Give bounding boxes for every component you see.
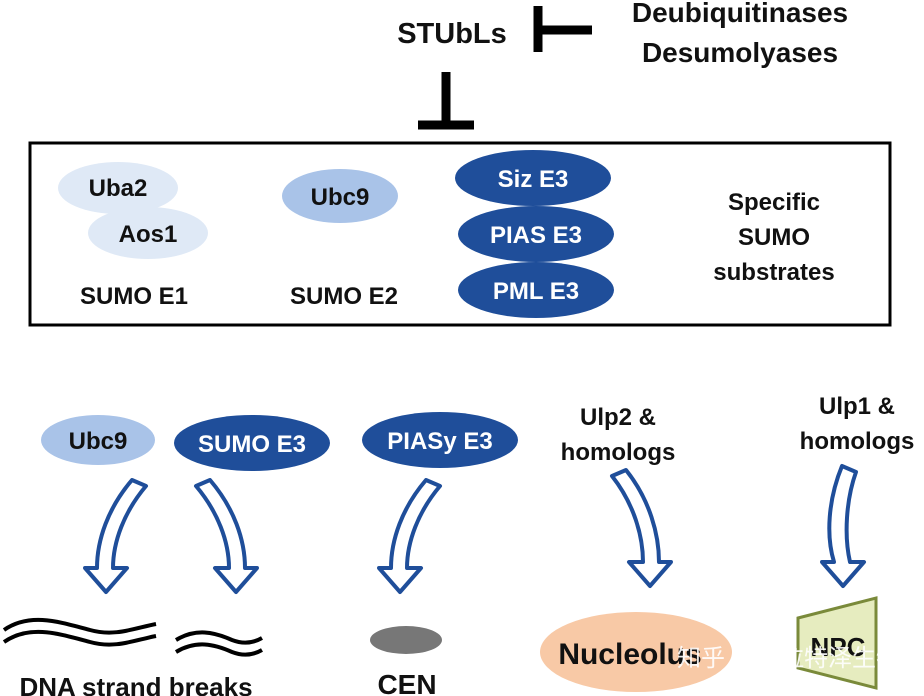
pias-e3-ellipse [458,206,614,262]
dna-strand-breaks-label: DNA strand breaks [19,672,252,696]
dna-strands-icon [2,617,263,657]
piasy-e3-label: PIASy E3 [387,428,492,455]
desumolyases-label: Desumolyases [642,37,838,68]
curved-arrow-4 [610,468,673,588]
ulp2-line-2: homologs [561,439,676,466]
sumo-e1-label: SUMO E1 [80,283,188,310]
watermark-text: 知乎 @普拉特泽生物 [677,645,900,672]
ubc9-label-bottom: Ubc9 [69,428,128,455]
curved-arrow-1 [83,478,148,594]
substrates-line-3: substrates [713,259,834,286]
uba2-ellipse [58,162,178,214]
curved-arrow-5 [820,464,866,588]
substrates-line-2: SUMO [738,224,810,251]
ubc9-ellipse-bottom [41,415,155,465]
ubc9-ellipse-top [282,169,398,223]
cen-ellipse [370,626,442,654]
pias-e3-label: PIAS E3 [490,222,582,249]
curved-arrow-2 [194,478,259,594]
sumo-e3-ellipse [174,415,330,471]
ulp1-line-2: homologs [800,428,915,455]
ubc9-label-top: Ubc9 [311,184,370,211]
nucleolus-label: Nucleolus [558,638,701,671]
piasy-e3-ellipse [362,412,518,468]
substrates-line-1: Specific [728,189,820,216]
sumo-e2-label: SUMO E2 [290,283,398,310]
inhibition-bar-box [418,72,474,130]
cen-label: CEN [377,669,436,696]
aos1-ellipse [88,207,208,259]
sumo-e3-label: SUMO E3 [198,431,306,458]
deubiquitinases-label: Deubiquitinases [632,0,848,28]
npc-label: NPC [811,632,866,662]
ulp1-line-1: Ulp1 & [819,393,895,420]
siz-e3-ellipse [455,150,611,206]
ulp2-line-1: Ulp2 & [580,404,656,431]
nucleolus-ellipse [540,612,732,692]
curved-arrow-3 [377,478,442,594]
siz-e3-label: Siz E3 [498,166,569,193]
inhibition-bar-stubls [533,6,592,52]
aos1-label: Aos1 [119,221,178,248]
npc-shape [796,596,878,690]
uba2-label: Uba2 [89,175,148,202]
stubls-label: STUbLs [397,18,507,50]
pml-e3-label: PML E3 [493,278,579,305]
pml-e3-ellipse [458,262,614,318]
